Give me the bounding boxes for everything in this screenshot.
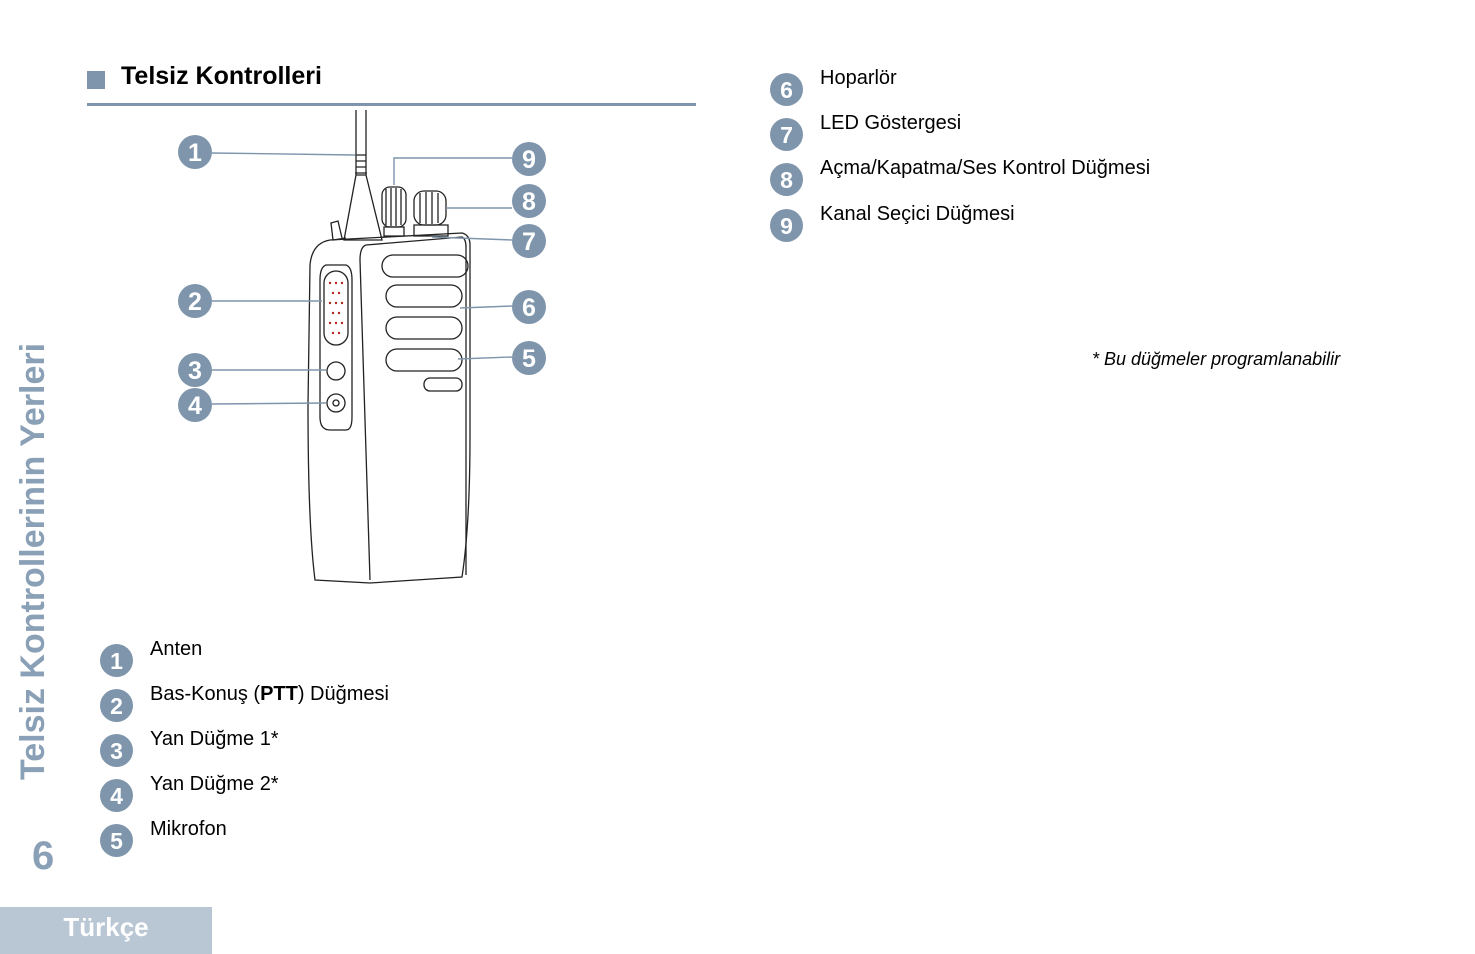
- grille-top: [381, 254, 469, 278]
- page-number: 6: [32, 834, 55, 878]
- legend-label: Mikrofon: [150, 818, 227, 840]
- top-clip: [330, 220, 347, 241]
- legend-label: Bas-Konuş (PTT) Düğmesi: [150, 683, 389, 706]
- legend-badge: 6: [770, 73, 803, 106]
- grille-3: [385, 348, 463, 372]
- callout-8: 8: [522, 188, 536, 216]
- legend-label: Yan Düğme 2*: [150, 773, 279, 795]
- callout-badges: 1 2 3 4 9 8 7 6 5: [178, 135, 546, 422]
- language-tab: Türkçe: [0, 907, 212, 954]
- legend-badge: 5: [100, 824, 133, 857]
- grille-1: [385, 284, 463, 308]
- antenna-base: [343, 174, 383, 241]
- leader-lines: [211, 152, 513, 405]
- callout-3: 3: [188, 357, 202, 385]
- grille-2: [385, 316, 463, 340]
- volume-knob: [413, 190, 447, 226]
- legend-label-bold: PTT: [260, 683, 298, 705]
- antenna: [355, 110, 367, 175]
- radio-diagram: 1 2 3 4 9 8 7 6 5: [178, 110, 546, 584]
- mic-slot: [423, 377, 463, 392]
- callout-1: 1: [188, 139, 202, 167]
- section-title: Telsiz Kontrolleri: [121, 62, 322, 90]
- legend-badge: 7: [770, 118, 803, 151]
- legend-badge: 9: [770, 209, 803, 242]
- heading-square-icon: [87, 71, 105, 89]
- legend-badge: 4: [100, 779, 133, 812]
- callout-2: 2: [188, 288, 202, 316]
- legend-label-pre: Bas-Konuş (: [150, 683, 261, 705]
- section-heading: Telsiz Kontrolleri: [87, 60, 696, 106]
- legend-badge: 2: [100, 689, 133, 722]
- callout-4: 4: [188, 392, 202, 420]
- ptt-button: [323, 270, 349, 346]
- side-button-2: [326, 393, 346, 413]
- legend-label: Kanal Seçici Düğmesi: [820, 203, 1015, 225]
- legend-label: Hoparlör: [820, 67, 897, 89]
- programmable-note: * Bu düğmeler programlanabilir: [1092, 349, 1341, 369]
- side-button-1: [326, 361, 346, 381]
- radio-illustration: [307, 110, 471, 584]
- legend-badge: 3: [100, 734, 133, 767]
- legend-label-post: ) Düğmesi: [297, 683, 389, 705]
- radio-body: [307, 232, 471, 584]
- legend-label: Yan Düğme 1*: [150, 728, 279, 750]
- legend-badge: 8: [770, 163, 803, 196]
- legend-badge: 1: [100, 644, 133, 677]
- legend-label: Anten: [150, 638, 203, 660]
- ptt-dots: [328, 281, 344, 335]
- legend-label: LED Göstergesi: [820, 112, 962, 134]
- callout-5: 5: [522, 345, 536, 373]
- vertical-section-title: Telsiz Kontrollerinin Yerleri: [14, 342, 52, 780]
- legend-label: Açma/Kapatma/Ses Kontrol Düğmesi: [820, 157, 1151, 179]
- callout-6: 6: [522, 294, 536, 322]
- callout-9: 9: [522, 146, 536, 174]
- callout-7: 7: [522, 228, 536, 256]
- side-panel: [319, 264, 353, 431]
